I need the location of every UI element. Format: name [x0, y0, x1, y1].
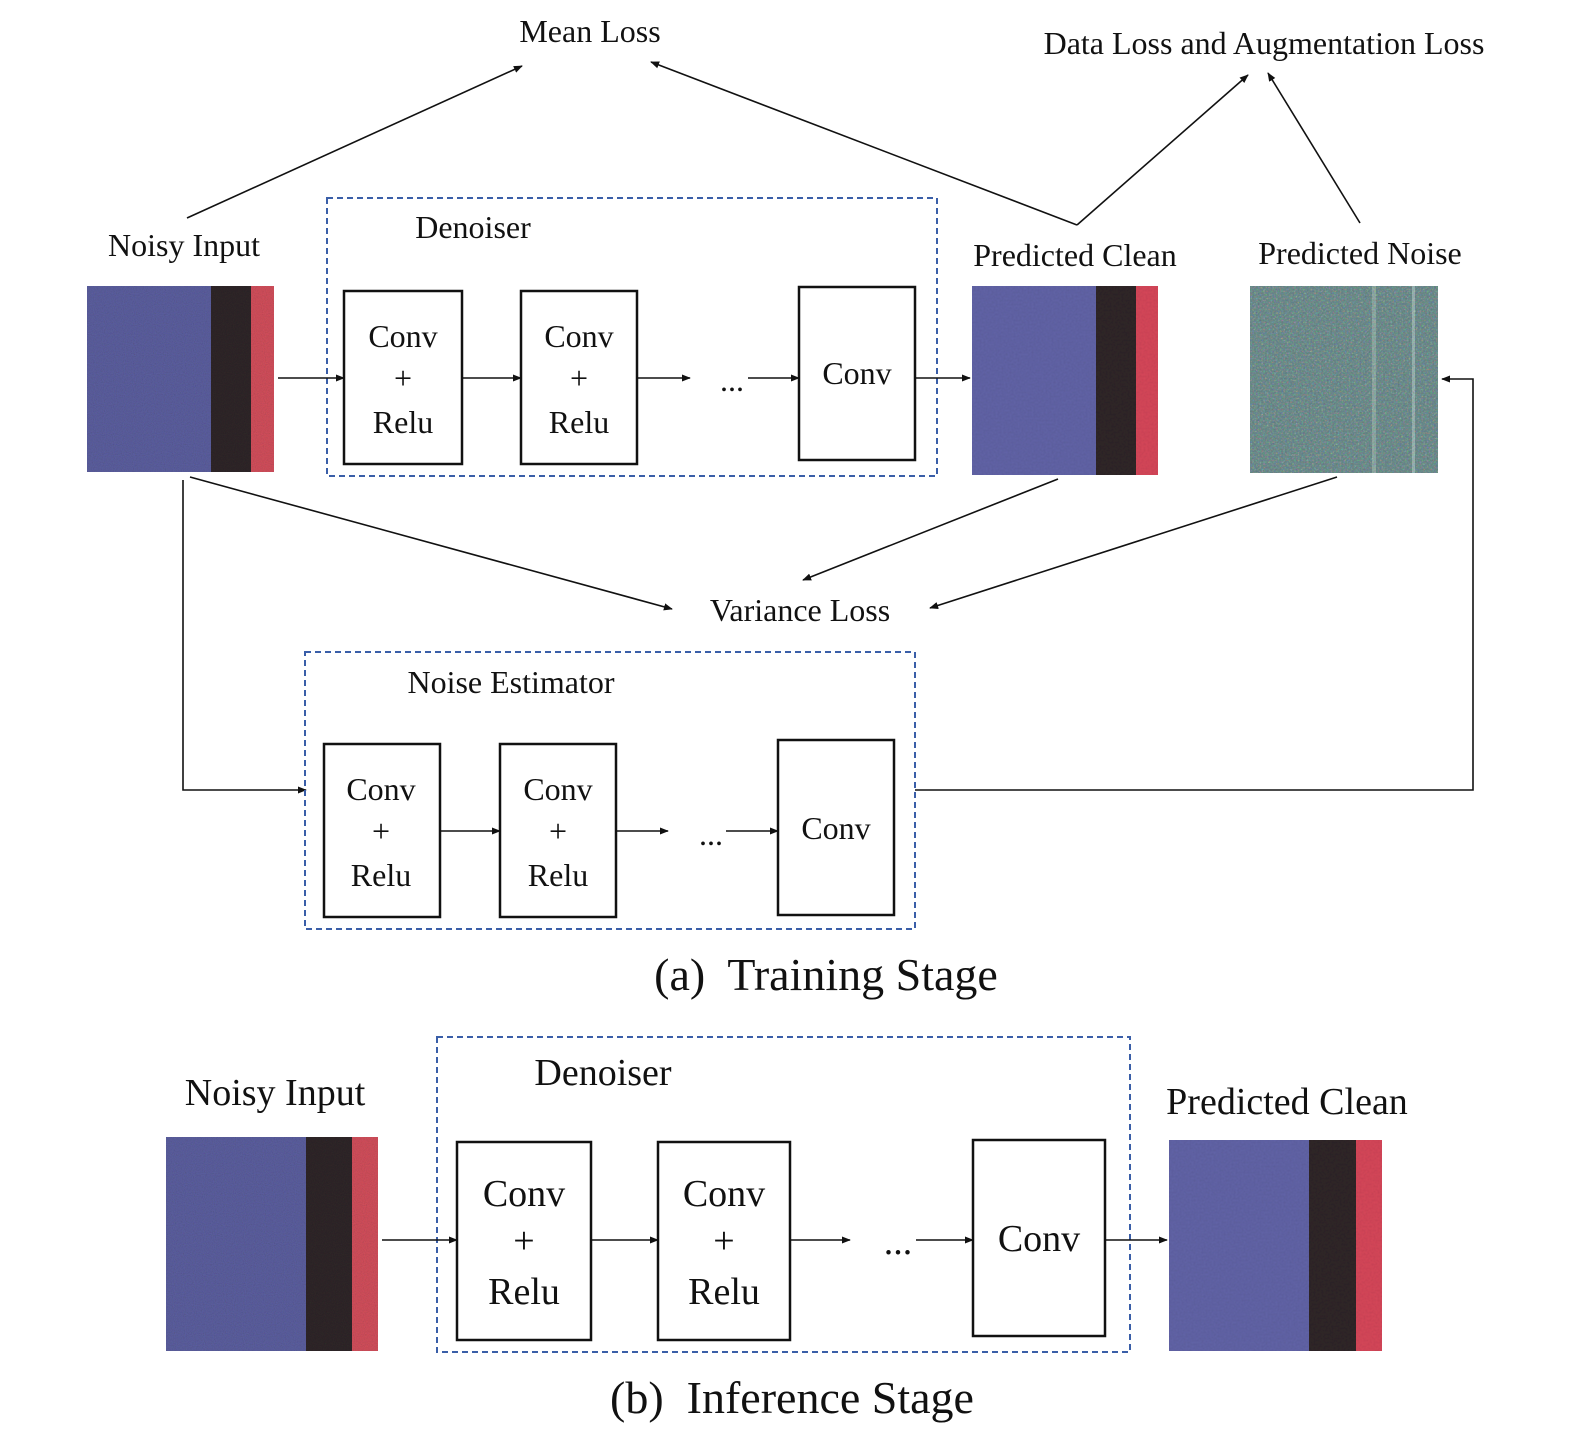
block-conv-label: Conv [998, 1218, 1080, 1260]
variance-loss-label: Variance Loss [710, 592, 890, 628]
block-plus-label: + [570, 360, 588, 396]
noise-estimator-title: Noise Estimator [407, 664, 614, 700]
block-relu-label: Relu [688, 1271, 760, 1313]
predicted-clean-label: Predicted Clean [973, 237, 1176, 273]
block-plus-label: + [549, 813, 567, 849]
denoiser-title: Denoiser [415, 209, 531, 245]
inference-denoiser-block-2: Conv + Relu [656, 1140, 792, 1342]
noisy-input-image [87, 286, 274, 472]
edge-noise-to-data-loss [1267, 72, 1361, 224]
edge-noisy-to-mean-loss [186, 65, 523, 219]
block-conv-label: Conv [346, 771, 415, 807]
predicted-noise-image [1250, 286, 1438, 473]
predicted-noise-label: Predicted Noise [1258, 235, 1462, 271]
block-conv-label: Conv [483, 1173, 565, 1215]
edge-noisy-to-variance-loss [189, 476, 673, 611]
denoiser-group [326, 197, 938, 477]
edge-clean-to-data-loss [1076, 74, 1249, 226]
mean-loss-label: Mean Loss [519, 13, 660, 49]
data-augmentation-loss-label: Data Loss and Augmentation Loss [1044, 25, 1485, 61]
predicted-clean-image [972, 286, 1158, 475]
inference-denoiser-ellipsis: ... [884, 1221, 913, 1263]
edge-clean-to-variance-loss [802, 478, 1059, 581]
inference-denoiser-block-1: Conv + Relu [455, 1140, 593, 1342]
edge-clean-to-mean-loss [650, 61, 1078, 226]
inference-predicted-clean-image [1169, 1140, 1382, 1351]
noise-estimator-last-conv: Conv [776, 738, 896, 917]
denoiser-ellipsis: ... [720, 362, 744, 398]
inference-noisy-input-image [166, 1137, 378, 1351]
block-plus-label: + [513, 1220, 534, 1262]
block-conv-label: Conv [544, 318, 613, 354]
inference-denoiser-title: Denoiser [534, 1052, 672, 1094]
noise-estimator-block-1: Conv + Relu [322, 742, 442, 919]
block-conv-label: Conv [801, 810, 870, 846]
block-plus-label: + [394, 360, 412, 396]
noise-estimator-group [304, 651, 916, 930]
denoiser-block-1: Conv + Relu [342, 289, 464, 466]
block-conv-label: Conv [683, 1173, 765, 1215]
edge-noise-estimator-to-predicted-noise [915, 375, 1474, 791]
inference-stage-caption: (b) Inference Stage [610, 1372, 974, 1423]
block-relu-label: Relu [373, 404, 433, 440]
inference-predicted-clean-label: Predicted Clean [1166, 1081, 1408, 1123]
edge-noisy-to-noise-estimator [182, 480, 307, 794]
inference-denoiser-last-conv: Conv [971, 1138, 1107, 1338]
block-relu-label: Relu [351, 857, 411, 893]
inference-noisy-input-label: Noisy Input [185, 1072, 366, 1114]
block-relu-label: Relu [549, 404, 609, 440]
block-plus-label: + [713, 1220, 734, 1262]
denoiser-block-2: Conv + Relu [519, 289, 639, 466]
denoiser-last-conv: Conv [797, 285, 917, 462]
block-conv-label: Conv [822, 355, 891, 391]
block-conv-label: Conv [523, 771, 592, 807]
noise-estimator-block-2: Conv + Relu [498, 742, 618, 919]
block-relu-label: Relu [528, 857, 588, 893]
block-relu-label: Relu [488, 1271, 560, 1313]
block-conv-label: Conv [368, 318, 437, 354]
noisy-input-label: Noisy Input [108, 227, 260, 263]
noise-estimator-ellipsis: ... [699, 816, 723, 852]
training-stage-caption: (a) Training Stage [654, 949, 998, 1000]
edge-noise-to-variance-loss [929, 476, 1338, 609]
inference-denoiser-group [436, 1036, 1131, 1353]
block-plus-label: + [372, 813, 390, 849]
